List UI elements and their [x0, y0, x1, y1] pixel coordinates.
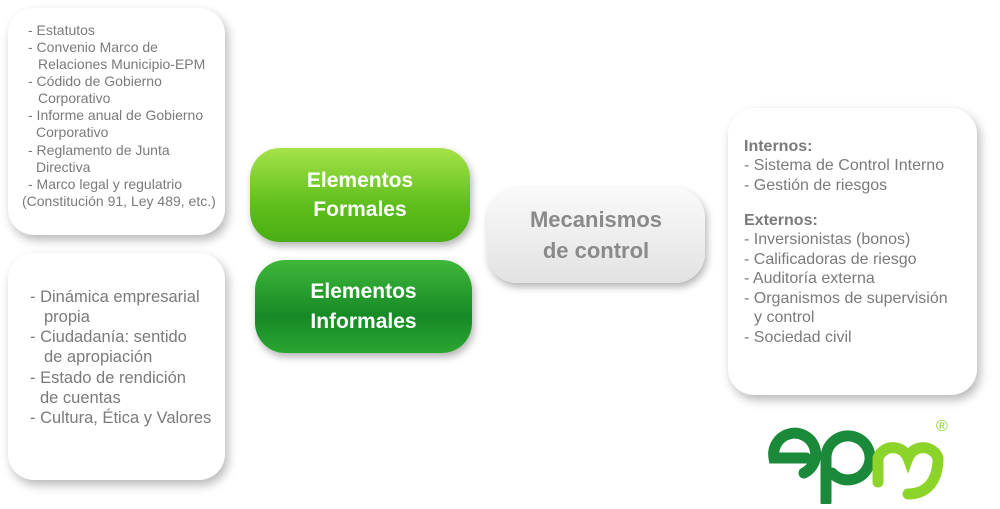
list-item: (Constitución 91, Ley 489, etc.)	[22, 192, 216, 209]
node-label: Informales	[310, 309, 417, 333]
epm-logo-mark	[768, 427, 944, 508]
node-label: Elementos	[310, 280, 417, 304]
node-label: Formales	[313, 198, 407, 221]
list-item: de apropiación	[44, 348, 153, 367]
list-item: - Organismos de supervisión	[744, 289, 948, 307]
node-label: de control	[542, 237, 650, 263]
list-item: - Estado de rendición	[30, 368, 186, 387]
list-item: - Sociedad civil	[744, 328, 852, 346]
informal-elements-box: - Dinámica empresarial propia - Ciudadan…	[8, 253, 225, 480]
list-item: - Códido de Gobierno	[28, 73, 162, 90]
external-heading: Externos:	[744, 212, 818, 230]
list-item: Corporativo	[38, 90, 111, 107]
list-item: Directiva	[36, 158, 91, 175]
node-label: Elementos	[306, 168, 414, 192]
list-item: - Marco legal y regulatrio	[28, 175, 183, 192]
list-item: - Estatutos	[28, 22, 95, 38]
registered-mark: ®	[936, 418, 948, 435]
list-item: - Sistema de Control Interno	[744, 157, 945, 174]
informal-list: - Dinámica empresarial propia - Ciudadan…	[30, 287, 225, 428]
list-item: - Inversionistas (bonos)	[744, 231, 911, 249]
list-item: propia	[44, 308, 90, 327]
list-item: - Auditoría externa	[744, 270, 875, 288]
list-item: - Cultura, Ética y Valores	[30, 408, 212, 427]
list-item: Relaciones Municipio-EPM	[38, 56, 206, 73]
control-details-box: Internos: - Sistema de Control Interno -…	[728, 108, 977, 395]
list-item: - Calificadoras de riesgo	[744, 250, 917, 268]
epm-logo: ®	[766, 412, 956, 509]
list-item: y control	[754, 309, 815, 327]
formal-list: - Estatutos - Convenio Marco de Relacion…	[22, 22, 225, 210]
list-item: - Convenio Marco de	[28, 39, 158, 56]
node-label: Mecanismos	[529, 206, 663, 232]
formal-elements-box: - Estatutos - Convenio Marco de Relacion…	[8, 8, 225, 235]
internal-list: - Sistema de Control Interno - Gestión d…	[744, 156, 977, 195]
list-item: de cuentas	[40, 388, 121, 407]
list-item: - Informe anual de Gobierno	[28, 107, 204, 124]
control-mechanisms-node: Mecanismos de control	[487, 188, 705, 283]
list-item: Corporativo	[36, 124, 109, 141]
list-item: - Dinámica empresarial	[30, 288, 200, 306]
list-item: - Reglamento de Junta	[28, 141, 170, 158]
internal-heading: Internos:	[744, 138, 813, 155]
list-item: - Gestión de riesgos	[744, 176, 888, 194]
external-list: - Inversionistas (bonos) - Calificadoras…	[744, 230, 977, 347]
list-item: - Ciudadanía: sentido	[30, 328, 187, 347]
